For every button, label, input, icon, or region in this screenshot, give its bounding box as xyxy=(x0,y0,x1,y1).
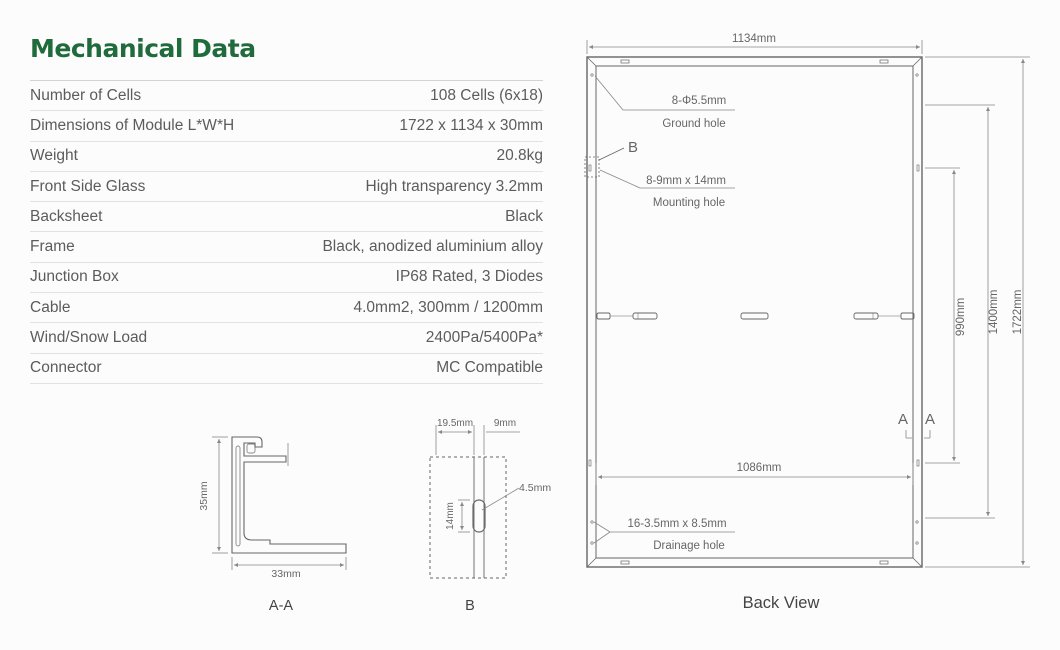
width-dimension-label: 1134mm xyxy=(732,33,776,45)
mounting-hole-label: Mounting hole xyxy=(653,197,725,209)
spec-value: 20.8kg xyxy=(496,147,543,165)
section-marker-right: A xyxy=(925,411,935,428)
spec-label: Front Side Glass xyxy=(30,177,146,195)
drainage-hole-label: Drainage hole xyxy=(653,540,725,552)
spec-row: Backsheet Black xyxy=(30,202,543,233)
back-view-caption: Back View xyxy=(743,594,820,612)
detail-b-marker-label: B xyxy=(628,139,638,156)
detail-b-dim-right: 9mm xyxy=(494,418,516,429)
detail-b-slot-height: 14mm xyxy=(445,502,456,530)
spec-label: Cable xyxy=(30,298,71,316)
detail-b-marker-box xyxy=(584,156,600,178)
module-outer-frame xyxy=(586,56,923,568)
spec-value: IP68 Rated, 3 Diodes xyxy=(395,268,543,286)
spec-value: 2400Pa/5400Pa* xyxy=(425,329,543,347)
back-view-drawing xyxy=(584,56,923,568)
spec-row: Dimensions of Module L*W*H 1722 x 1134 x … xyxy=(30,111,543,142)
mechanical-spec-table: Number of Cells 108 Cells (6x18) Dimensio… xyxy=(30,80,543,384)
spec-label: Dimensions of Module L*W*H xyxy=(30,116,235,134)
spec-label: Number of Cells xyxy=(30,86,142,104)
spec-row: Wind/Snow Load 2400Pa/5400Pa* xyxy=(30,323,543,354)
detail-b-caption: B xyxy=(465,598,475,614)
section-aa-width-label: 33mm xyxy=(271,568,300,580)
section-aa-profile xyxy=(231,436,347,554)
dimension-990-label: 990mm xyxy=(955,298,967,336)
spec-value: 1722 x 1134 x 30mm xyxy=(399,116,543,134)
spec-value: 4.0mm2, 300mm / 1200mm xyxy=(353,298,543,316)
spec-row: Cable 4.0mm2, 300mm / 1200mm xyxy=(30,293,543,324)
length-dimension-label: 1722mm xyxy=(1012,290,1024,335)
drainage-hole-spec: 16-3.5mm x 8.5mm xyxy=(627,518,726,530)
spec-value: Black xyxy=(505,207,543,225)
spec-value: 108 Cells (6x18) xyxy=(430,86,543,104)
spec-value: MC Compatible xyxy=(436,359,543,377)
section-aa-caption: A-A xyxy=(269,598,294,614)
mounting-hole-spec: 8-9mm x 14mm xyxy=(646,175,726,187)
section-aa-height-label: 35mm xyxy=(198,481,210,510)
detail-b-dim-left: 19.5mm xyxy=(437,418,473,429)
ground-hole-label: Ground hole xyxy=(662,118,725,130)
spec-label: Weight xyxy=(30,147,78,165)
spec-row: Front Side Glass High transparency 3.2mm xyxy=(30,172,543,203)
inner-width-dimension-label: 1086mm xyxy=(737,462,782,474)
spec-label: Wind/Snow Load xyxy=(30,329,148,347)
dimension-1400-label: 1400mm xyxy=(988,290,1000,335)
ground-hole-spec: 8-Φ5.5mm xyxy=(672,95,727,107)
detail-b-slot-width: 4.5mm xyxy=(519,482,551,494)
spec-row: Junction Box IP68 Rated, 3 Diodes xyxy=(30,263,543,294)
section-marker-left: A xyxy=(898,411,908,428)
spec-row: Connector MC Compatible xyxy=(30,354,543,384)
spec-value: High transparency 3.2mm xyxy=(365,177,543,195)
spec-label: Backsheet xyxy=(30,207,103,225)
spec-value: Black, anodized aluminium alloy xyxy=(322,238,543,256)
mounting-slot xyxy=(472,499,486,533)
spec-row: Frame Black, anodized aluminium alloy xyxy=(30,232,543,263)
module-inner-frame xyxy=(595,65,914,559)
spec-row: Number of Cells 108 Cells (6x18) xyxy=(30,81,543,112)
spec-label: Junction Box xyxy=(30,268,119,286)
spec-row: Weight 20.8kg xyxy=(30,142,543,172)
page-title: Mechanical Data xyxy=(30,34,256,63)
junction-boxes xyxy=(596,312,915,320)
spec-label: Frame xyxy=(30,238,75,256)
spec-label: Connector xyxy=(30,359,102,377)
detail-b-drawing xyxy=(429,456,507,579)
